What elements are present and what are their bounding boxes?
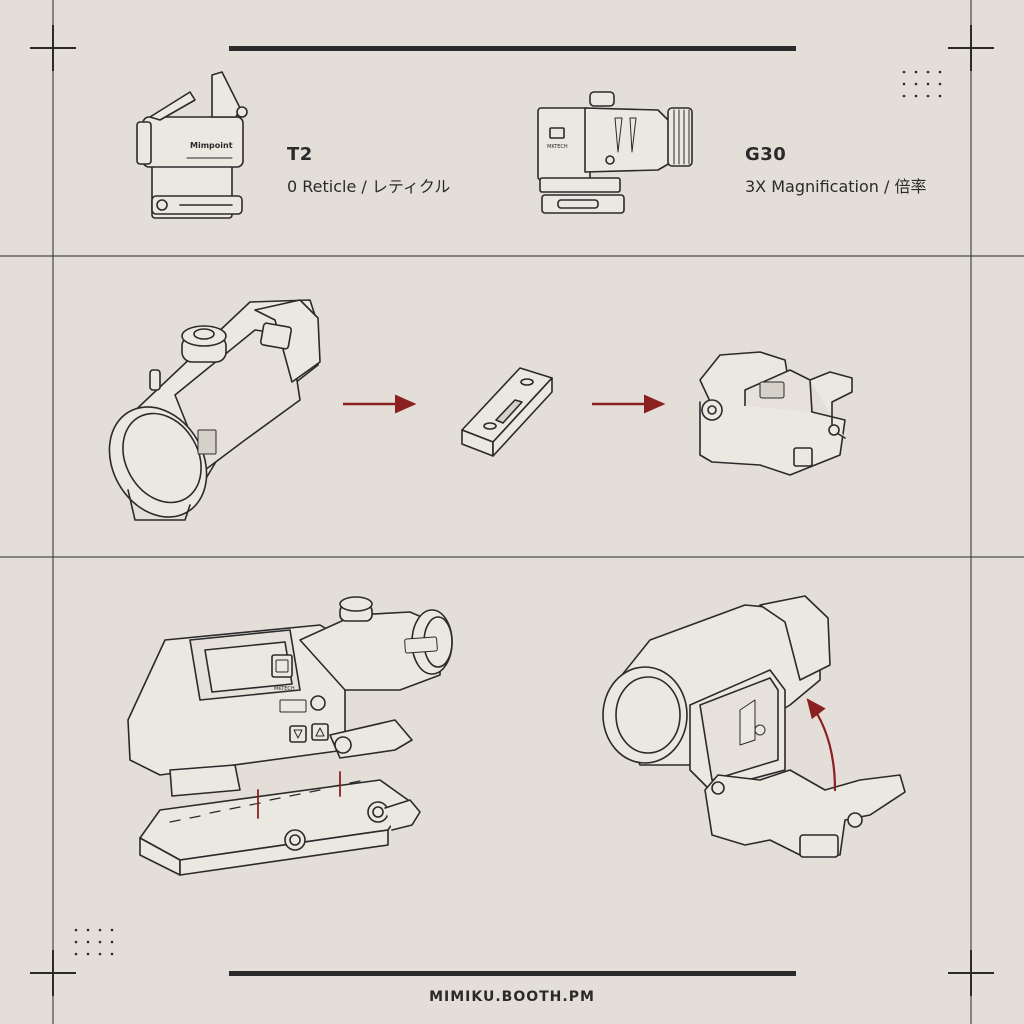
eotech-brand-engraving: MKTECH (274, 686, 295, 692)
g30-label: G30 3X Magnification / 倍率 (745, 144, 926, 197)
magnifier-flipped-illustration (602, 595, 906, 858)
g30-name: G30 (745, 144, 787, 165)
t2-label: T2 0 Reticle / レティクル (287, 144, 450, 197)
t2-name: T2 (287, 144, 313, 165)
qd-mount-illustration (699, 351, 853, 476)
magnifier-large-illustration (108, 299, 321, 521)
spacer-illustration (461, 367, 553, 457)
bottom-bar (229, 971, 796, 976)
holo-sight-rail-assembly-illustration: MKTECH (127, 596, 453, 876)
top-bar (229, 46, 796, 51)
t2-description: 0 Reticle / レティクル (287, 177, 451, 196)
dot-grid-top-right (902, 70, 942, 98)
g30-description: 3X Magnification / 倍率 (745, 177, 927, 196)
t2-red-dot-illustration: Mimpoint (136, 71, 248, 219)
g30-brand-engraving: MKTECH (547, 144, 568, 150)
footer-url: MIMIKU.BOOTH.PM (429, 989, 595, 1005)
crosshair-marks (30, 25, 994, 996)
g30-magnifier-illustration: MKTECH (537, 91, 693, 214)
dot-grid-bottom-left (74, 928, 114, 956)
t2-brand-engraving: Mimpoint (190, 141, 233, 150)
